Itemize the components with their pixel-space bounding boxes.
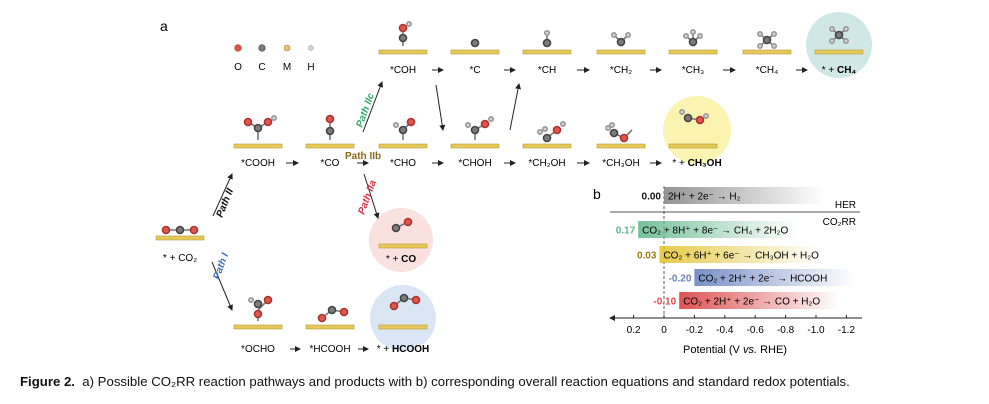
x-tick-label: -0.2 [686,325,704,336]
reaction-equation-label: CO₂ + 6H⁺ + 6e⁻ → CH₃OH + H₂O [663,251,819,262]
product-ch4: * + CH₄ [822,65,857,76]
product-co: * + CO [386,254,417,265]
x-tick-label: 0 [661,325,667,336]
figure-caption: Figure 2. a) Possible CO₂RR reaction pat… [20,374,850,389]
label-choh: *CHOH [458,158,491,169]
ch4-product-glow [806,12,872,78]
path-i-label: Path I [211,251,231,281]
metal-atom-icon [283,44,291,52]
potential-bar [664,187,824,204]
reaction-arrows [211,67,808,352]
product-ch3oh: * + CH₃OH [672,158,721,169]
label-ch3oh: *CH₃OH [602,158,639,169]
x-tick-label: -0.4 [716,325,734,336]
potential-value-label: 0.00 [642,192,662,203]
label-ch2: *CH₂ [610,65,632,76]
potential-bar [694,269,855,286]
label-ocho: *OCHO [241,344,275,355]
potential-value-label: -0.20 [669,274,692,285]
x-tick-label: 0.2 [627,325,641,336]
panel-label-b: b [593,186,601,202]
x-tick-label: -1.2 [838,325,856,336]
label-ch: *CH [538,65,556,76]
reaction-equation-label: CO₂ + 2H⁺ + 2e⁻ → HCOOH [698,274,827,285]
label-coh: *COH [390,65,416,76]
caption-label: Figure 2. [20,374,75,389]
label-hcooh-ads: *HCOOH [309,344,350,355]
reaction-equation-label: CO₂ + 8H⁺ + 8e⁻ → CH₄ + 2H₂O [642,226,788,237]
product-hcooh: * + HCOOH [377,344,430,355]
reaction-equation-label: 2H⁺ + 2e⁻ → H₂ [668,192,741,203]
ch3oh-product-glow [663,96,731,164]
legend-M: M [283,62,291,73]
potential-chart: HER CO₂RR 0.2 0 -0.2 -0.4 -0.6 -0.8 -1.0 -1.2 0… [609,186,862,356]
label-ch3: *CH₃ [682,65,704,76]
x-tick-label: -0.6 [747,325,765,336]
hydrogen-atom-icon [308,45,314,51]
label-ch2oh: *CH₂OH [528,158,565,169]
x-tick-label: -0.8 [777,325,795,336]
catalyst-surfaces [155,49,864,330]
molecule-structures [161,20,849,323]
path-ii-label: Path II [215,187,237,219]
panel-label-a: a [160,18,168,34]
potential-value-label: 0.03 [637,251,657,262]
caption-text: a) Possible CO₂RR reaction pathways and … [82,374,850,389]
path-iib-label: Path IIb [345,151,381,162]
oxygen-atom-icon [234,44,242,52]
legend-C: C [258,62,265,73]
label-ch4: *CH₄ [756,65,778,76]
path-iic-label: Path IIc [354,91,377,129]
label-start: * + CO₂ [163,253,197,264]
potential-bar [638,221,799,238]
legend-O: O [234,62,242,73]
label-co: *CO [321,158,340,169]
her-label: HER [835,200,856,211]
co2rr-label: CO₂RR [823,217,856,228]
carbon-atom-icon [258,44,266,52]
potential-value-label: -0.10 [653,297,676,308]
atom-legend: O C M H [234,44,315,73]
x-axis-title: Potential (V vs. RHE) [683,344,787,356]
reaction-equation-label: CO₂ + 2H⁺ + 2e⁻ → CO + H₂O [683,297,820,308]
potential-bar [679,292,840,309]
legend-H: H [307,62,314,73]
potential-bar [659,246,820,263]
label-cooh: *COOH [241,158,275,169]
label-cho: *CHO [390,158,416,169]
x-tick-label: -1.0 [807,325,825,336]
potential-value-label: 0.17 [616,226,636,237]
label-c: *C [469,65,480,76]
co-product-glow [369,208,433,272]
